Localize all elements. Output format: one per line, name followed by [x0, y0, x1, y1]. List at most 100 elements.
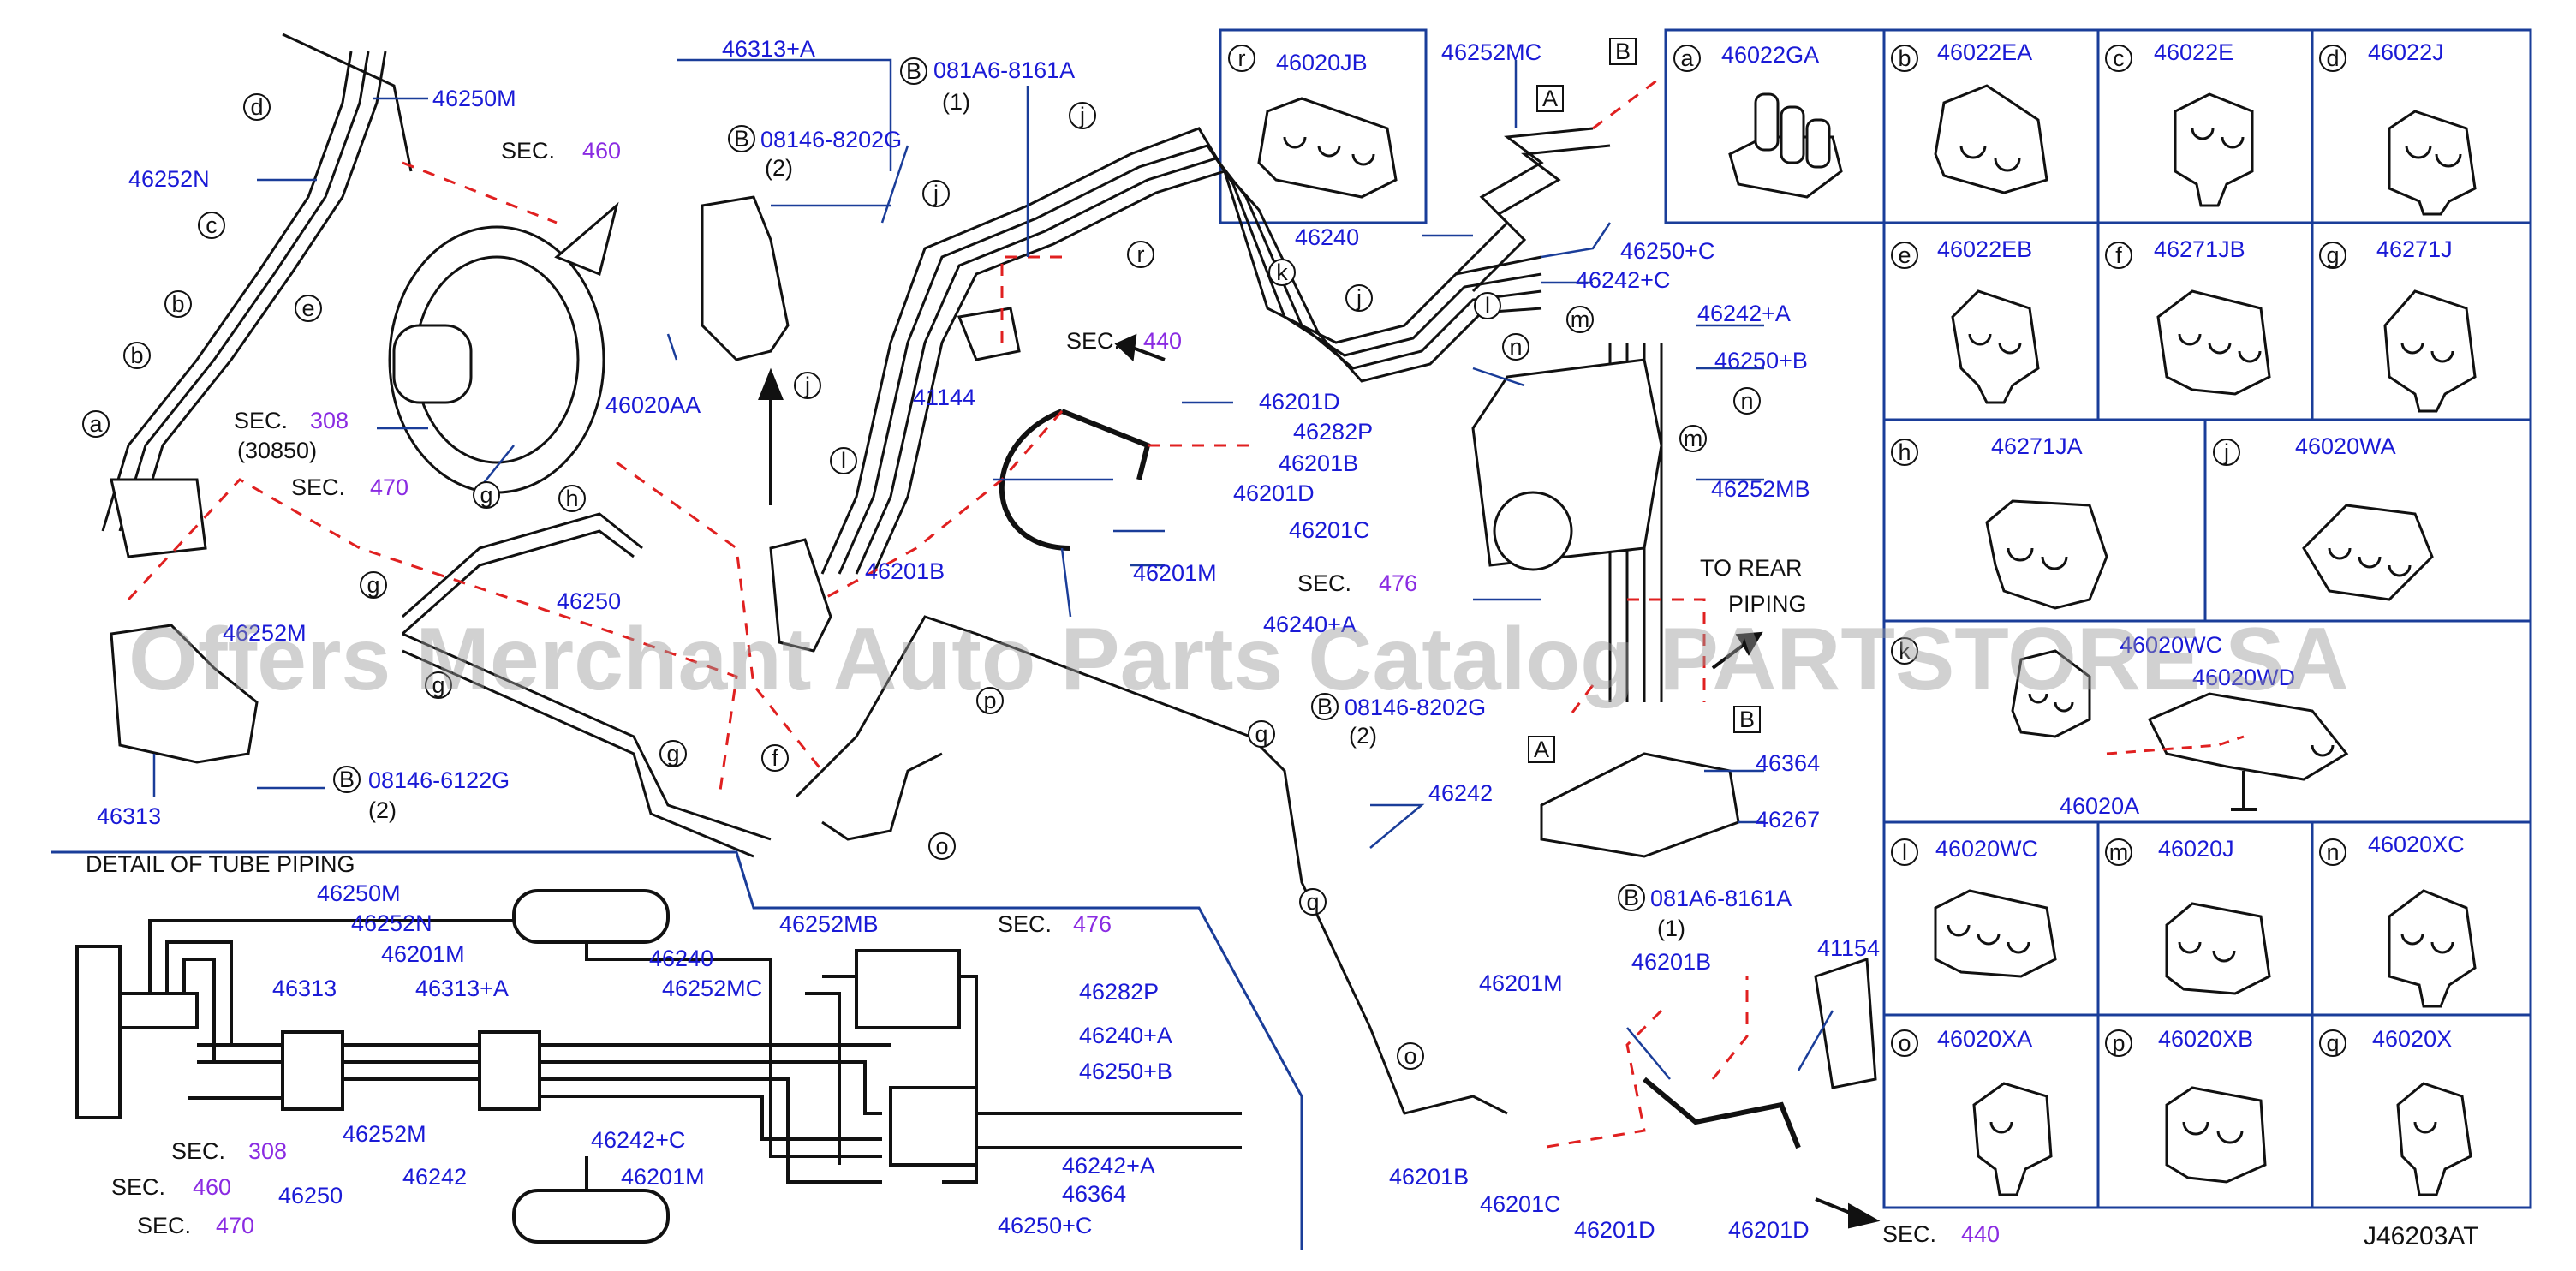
legend-part-number: 46020WA — [2295, 433, 2396, 459]
legend-part-number: 46022EB — [1937, 236, 2032, 262]
view-marker-b: B — [1615, 39, 1631, 64]
svg-text:476: 476 — [1073, 911, 1112, 937]
legend-cell-f: f 46271JB — [2105, 236, 2271, 396]
sec-470-number: 470 — [370, 474, 408, 500]
view-marker-a: A — [1534, 737, 1549, 762]
svg-text:a: a — [89, 411, 103, 437]
callout-g: g — [659, 740, 687, 767]
callout-l: l — [830, 447, 857, 474]
svg-text:46240: 46240 — [649, 946, 713, 971]
svg-text:SEC.: SEC. — [171, 1138, 225, 1164]
svg-text:46242: 46242 — [402, 1164, 467, 1190]
callout-letter: a — [1680, 45, 1694, 71]
svg-text:e: e — [301, 295, 314, 321]
label-46240-a: 46240+A — [1263, 612, 1357, 637]
label-46282p: 46282P — [1293, 419, 1373, 445]
bracket-illustration — [2147, 692, 2349, 781]
svg-text:46252N: 46252N — [351, 910, 432, 936]
legend-cell-j: j 46020WA — [2213, 433, 2434, 601]
callout-circle — [2105, 1029, 2132, 1057]
legend-part-number: 46020WC — [2120, 632, 2222, 658]
label-46364: 46364 — [1756, 750, 1820, 776]
abs-actuator — [1471, 358, 1663, 571]
callout-circle — [2319, 45, 2346, 72]
label-46313: 46313 — [97, 803, 161, 829]
sec-440-number: 440 — [1143, 328, 1182, 354]
callout-letter: c — [2113, 45, 2125, 71]
section-references: SEC. 460 SEC. 308 SEC. 470 SEC. 440 SEC.… — [234, 138, 2000, 1247]
label-46252mc: 46252MC — [1441, 39, 1541, 65]
bolt-markers: B B B B B — [333, 57, 1645, 911]
svg-text:l: l — [1485, 293, 1490, 319]
svg-text:46313: 46313 — [272, 976, 337, 1001]
clip-illustration — [2302, 504, 2434, 601]
clip-illustration — [2165, 1086, 2267, 1184]
legend-cell-k: k 46020WC 46020WD 46020A — [1891, 632, 2349, 819]
callout-letter: p — [2112, 1030, 2125, 1056]
svg-text:46282P: 46282P — [1079, 979, 1159, 1005]
callout-circle — [2105, 242, 2132, 269]
label-46242: 46242 — [1428, 780, 1493, 806]
svg-text:B: B — [339, 767, 355, 792]
label-46201d: 46201D — [1259, 389, 1340, 415]
legend-part-number: 46020XC — [2368, 832, 2465, 857]
callout-h: h — [558, 485, 586, 512]
callout-n: n — [1502, 333, 1530, 361]
svg-text:n: n — [1740, 388, 1753, 414]
svg-text:q: q — [1255, 721, 1267, 747]
callout-c: c — [198, 212, 225, 239]
callout-circle — [1891, 1029, 1918, 1057]
label-46250: 46250 — [557, 588, 621, 614]
callout-circle — [2213, 439, 2240, 466]
tube-piping-detail: DETAIL OF TUBE PIPING 46250M — [51, 850, 1303, 1250]
callout-k: k — [1268, 259, 1296, 286]
label-46252N: 46252N — [128, 166, 210, 192]
label-46201m: 46201M — [1133, 560, 1217, 586]
svg-text:SEC.: SEC. — [111, 1174, 165, 1200]
label-46267: 46267 — [1756, 807, 1820, 832]
label-46201b: 46201B — [1279, 451, 1358, 476]
legend-cell-b: b 46022EA — [1891, 39, 2048, 194]
callout-circle — [2105, 45, 2132, 72]
callout-o: o — [1397, 1042, 1424, 1070]
callout-o: o — [928, 832, 956, 860]
callout-circle — [1891, 637, 1918, 665]
callout-circle — [1673, 45, 1701, 72]
callout-j: j — [1069, 102, 1096, 129]
svg-text:h: h — [565, 486, 578, 511]
svg-text:46250M: 46250M — [317, 880, 401, 906]
legend-cell-c: c 46022E — [2105, 39, 2254, 207]
svg-text:SEC.: SEC. — [137, 1213, 191, 1238]
callout-letter: m — [2109, 839, 2129, 865]
callout-circle — [2319, 1029, 2346, 1057]
callout-letter: r — [1238, 45, 1246, 71]
abs-bracket — [1540, 752, 1740, 858]
legend-cell-g: g 46271J — [2319, 236, 2477, 413]
svg-text:l: l — [841, 448, 846, 474]
svg-text:d: d — [250, 94, 263, 120]
sec-476-word: SEC. — [1297, 570, 1351, 596]
dashed-leaders — [127, 75, 1749, 1149]
brake-booster — [388, 201, 619, 494]
label-46201d-2: 46201D — [1233, 480, 1315, 506]
svg-text:m: m — [1684, 426, 1703, 451]
sec-308-word: SEC. — [234, 408, 288, 433]
svg-text:j: j — [1356, 285, 1362, 311]
svg-text:B: B — [1624, 885, 1639, 910]
clip-illustration — [2388, 889, 2477, 1008]
clip-illustration — [1985, 499, 2108, 610]
legend-part-number: 46020X — [2372, 1026, 2452, 1052]
svg-text:46364: 46364 — [1062, 1181, 1126, 1207]
legend-cell-r: r 46020JB — [1228, 45, 1398, 199]
legend-cell-e: e 46022EB — [1891, 236, 2040, 404]
callout-letter: e — [1898, 242, 1911, 268]
callout-circle — [1891, 439, 1918, 466]
svg-text:b: b — [130, 343, 143, 368]
label-46250M: 46250M — [432, 86, 516, 111]
callout-letter: b — [1898, 45, 1911, 71]
legend-cell-q: q 46020X — [2319, 1026, 2472, 1196]
clip-illustration — [1972, 1082, 2053, 1196]
svg-text:j: j — [804, 373, 810, 398]
clip-illustration — [2011, 649, 2091, 738]
callout-letter: o — [1898, 1030, 1911, 1056]
